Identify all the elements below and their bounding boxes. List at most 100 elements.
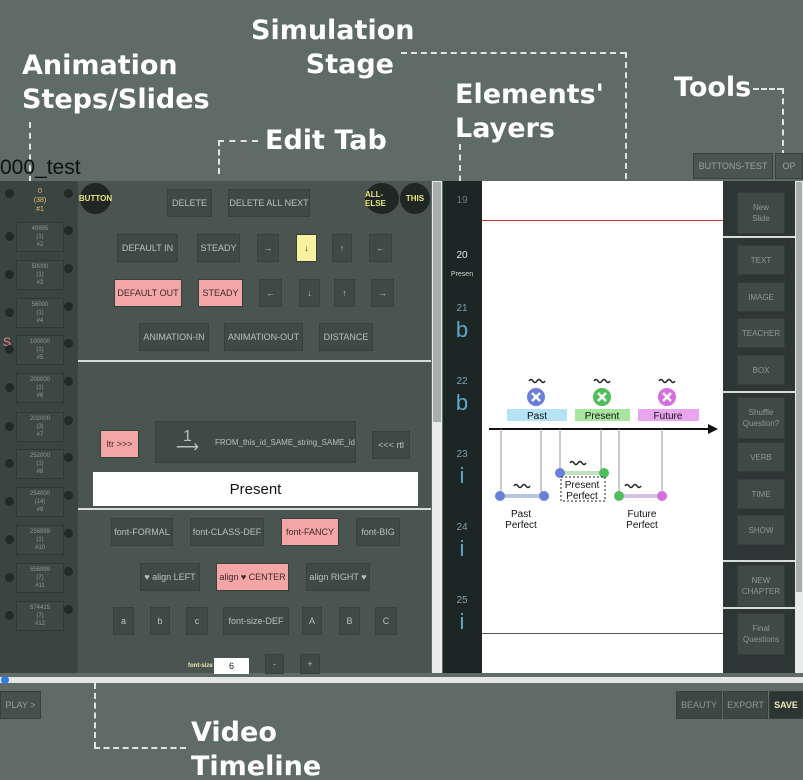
tab-op[interactable]: OP xyxy=(775,153,803,179)
in-arrow-up-button[interactable]: ↑ xyxy=(332,234,352,262)
size-c-button[interactable]: c xyxy=(186,607,208,635)
font-fancy-button[interactable]: font-FANCY xyxy=(281,518,339,546)
delete-all-next-button[interactable]: DELETE ALL NEXT xyxy=(228,189,310,217)
video-timeline-track[interactable] xyxy=(0,677,803,683)
box-tool-button[interactable]: BOX xyxy=(737,355,785,385)
video-timeline-handle[interactable] xyxy=(1,676,9,684)
step-dot-right[interactable] xyxy=(64,453,73,462)
button-round-button[interactable]: BUTTON xyxy=(79,183,112,214)
out-arrow-down-button[interactable]: ↓ xyxy=(299,279,320,307)
align-left-button[interactable]: ♥ align LEFT xyxy=(140,563,200,591)
step-dot-left[interactable] xyxy=(5,383,14,392)
step-item[interactable]: 556999(7)#11 xyxy=(16,563,64,593)
show-tool-button[interactable]: SHOW xyxy=(737,515,785,545)
font-formal-button[interactable]: font-FORMAL xyxy=(111,518,173,546)
step-dot-right[interactable] xyxy=(64,605,73,614)
steps-header-dot-left[interactable] xyxy=(5,189,14,198)
size-A-button[interactable]: A xyxy=(302,607,322,635)
steps-header-dot-right[interactable] xyxy=(64,189,73,198)
font-size-minus-button[interactable]: - xyxy=(265,654,284,674)
step-dot-left[interactable] xyxy=(5,345,14,354)
step-dot-right[interactable] xyxy=(64,567,73,576)
ltr-button[interactable]: ltr >>> xyxy=(100,430,139,458)
distance-button[interactable]: DISTANCE xyxy=(319,323,373,351)
step-dot-right[interactable] xyxy=(64,491,73,500)
in-arrow-right-button[interactable]: → xyxy=(257,234,279,262)
tab-buttons-test[interactable]: BUTTONS-TEST xyxy=(693,153,773,179)
layer-number[interactable]: 23 xyxy=(456,449,468,460)
layer-glyph[interactable]: i xyxy=(459,609,465,634)
step-item[interactable]: 50000(1)#3 xyxy=(16,260,64,290)
step-item[interactable]: 100000(1)#5 xyxy=(16,335,64,365)
size-b-button[interactable]: b xyxy=(150,607,170,635)
layer-number[interactable]: 19 xyxy=(456,195,468,206)
step-dot-right[interactable] xyxy=(64,264,73,273)
teacher-tool-button[interactable]: TEACHER xyxy=(737,318,785,348)
layer-number[interactable]: 20 xyxy=(456,250,468,261)
all-else-button[interactable]: ALL-ELSE xyxy=(365,183,399,214)
layer-glyph[interactable]: i xyxy=(459,463,465,488)
new-slide-button[interactable]: New Slide xyxy=(737,192,785,234)
verb-tool-button[interactable]: VERB xyxy=(737,442,785,472)
default-in-button[interactable]: DEFAULT IN xyxy=(117,234,178,262)
layer-glyph[interactable]: b xyxy=(455,390,469,415)
step-item[interactable]: 200000(1)#6 xyxy=(16,373,64,403)
step-dot-right[interactable] xyxy=(64,302,73,311)
shuffle-question-button[interactable]: Shuffle Question? xyxy=(737,397,785,439)
id-field[interactable]: 1 ⟶ FROM_this_id_SAME_string_SAME_id xyxy=(155,421,356,463)
play-button[interactable]: PLAY > xyxy=(0,691,41,719)
new-chapter-button[interactable]: NEW CHAPTER xyxy=(737,565,785,607)
layer-number[interactable]: 21 xyxy=(456,303,468,314)
size-a-button[interactable]: a xyxy=(113,607,134,635)
time-tool-button[interactable]: TIME xyxy=(737,479,785,509)
layer-number[interactable]: 22 xyxy=(456,376,468,387)
tools-scrollbar-thumb[interactable] xyxy=(796,182,802,592)
font-big-button[interactable]: font-BIG xyxy=(356,518,400,546)
font-class-def-button[interactable]: font-CLASS-DEF xyxy=(190,518,264,546)
layer-number[interactable]: 24 xyxy=(456,522,468,533)
step-item[interactable]: 252000(1)#8 xyxy=(16,449,64,479)
step-dot-left[interactable] xyxy=(5,535,14,544)
step-item[interactable]: 254000(14)#9 xyxy=(16,487,64,517)
in-arrow-down-button[interactable]: ↓ xyxy=(296,234,317,262)
this-button[interactable]: THIS xyxy=(400,183,430,214)
align-center-button[interactable]: align ♥ CENTER xyxy=(216,563,289,591)
animation-out-button[interactable]: ANIMATION-OUT xyxy=(224,323,303,351)
align-right-button[interactable]: align RIGHT ♥ xyxy=(306,563,370,591)
step-dot-right[interactable] xyxy=(64,529,73,538)
image-tool-button[interactable]: IMAGE xyxy=(737,282,785,312)
beauty-button[interactable]: BEAUTY xyxy=(676,691,722,719)
step-dot-left[interactable] xyxy=(5,573,14,582)
layer-number[interactable]: 25 xyxy=(456,595,468,606)
font-size-input[interactable]: 6 xyxy=(214,658,249,674)
text-tool-button[interactable]: TEXT xyxy=(737,245,785,275)
step-item[interactable]: 674415(7)#12 xyxy=(16,601,64,631)
step-dot-left[interactable] xyxy=(5,611,14,620)
step-item[interactable]: 202000(3)#7 xyxy=(16,412,64,442)
step-dot-left[interactable] xyxy=(5,308,14,317)
out-arrow-right-button[interactable]: → xyxy=(371,279,394,307)
step-dot-right[interactable] xyxy=(64,226,73,235)
save-button[interactable]: SAVE xyxy=(769,691,803,719)
steady-in-button[interactable]: STEADY xyxy=(197,234,240,262)
step-dot-right[interactable] xyxy=(64,339,73,348)
in-arrow-left-button[interactable]: ← xyxy=(369,234,392,262)
step-item[interactable]: 256999(1)#10 xyxy=(16,525,64,555)
font-size-plus-button[interactable]: + xyxy=(300,654,320,674)
edit-scrollbar-thumb[interactable] xyxy=(433,182,441,422)
default-out-button[interactable]: DEFAULT OUT xyxy=(114,279,182,307)
step-dot-left[interactable] xyxy=(5,232,14,241)
step-dot-left[interactable] xyxy=(5,422,14,431)
final-questions-button[interactable]: Final Questions xyxy=(737,613,785,655)
step-item[interactable]: 56000(1)#4 xyxy=(16,298,64,328)
size-C-button[interactable]: C xyxy=(375,607,397,635)
size-B-button[interactable]: B xyxy=(339,607,360,635)
rtl-button[interactable]: <<< rtl xyxy=(372,431,410,459)
export-button[interactable]: EXPORT xyxy=(723,691,768,719)
step-item[interactable]: 49995(1)#2 xyxy=(16,222,64,252)
step-dot-right[interactable] xyxy=(64,416,73,425)
step-dot-left[interactable] xyxy=(5,497,14,506)
edit-scrollbar-track[interactable] xyxy=(432,181,442,673)
layer-glyph[interactable]: b xyxy=(455,317,469,342)
step-dot-right[interactable] xyxy=(64,377,73,386)
